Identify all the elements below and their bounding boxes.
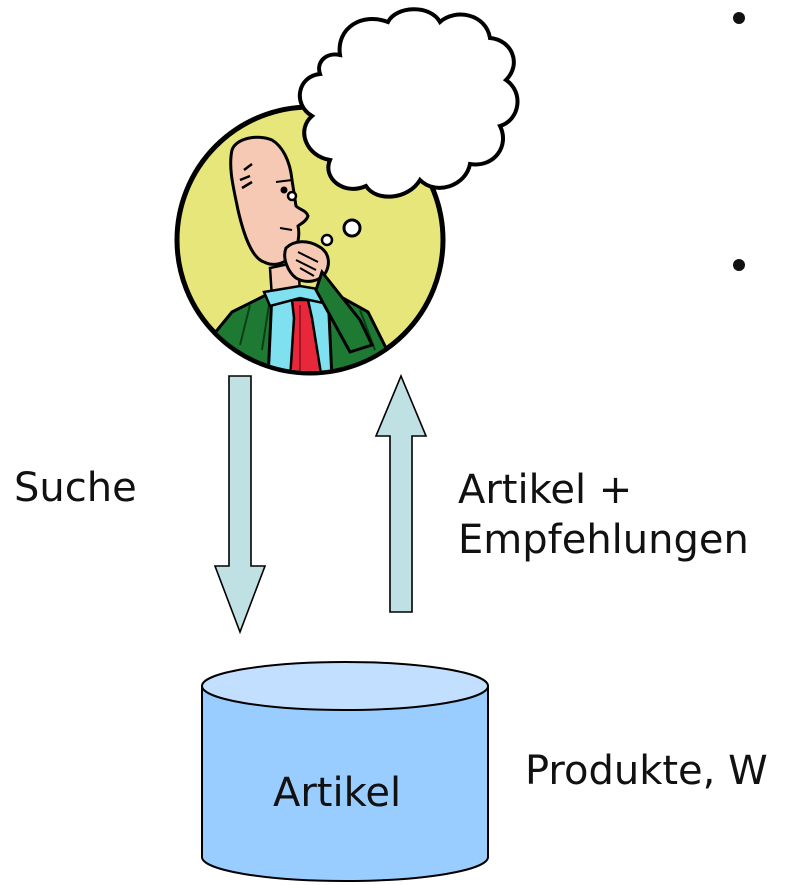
results-label: Artikel + Empfehlungen <box>458 465 749 565</box>
results-label-line1: Artikel + <box>458 467 633 513</box>
arrow-up-icon <box>374 373 428 613</box>
results-label-line2: Empfehlungen <box>458 517 749 563</box>
database-label: Artikel <box>273 770 402 816</box>
bullet-point <box>733 12 745 24</box>
bullet-point <box>733 259 745 271</box>
database-cylinder-icon <box>201 661 489 882</box>
database-description: Produkte, W <box>525 748 768 794</box>
search-label: Suche <box>14 465 137 511</box>
thought-bubble-dots-icon <box>286 190 362 247</box>
arrow-down-icon <box>213 375 267 635</box>
thought-cloud-icon <box>297 7 520 199</box>
